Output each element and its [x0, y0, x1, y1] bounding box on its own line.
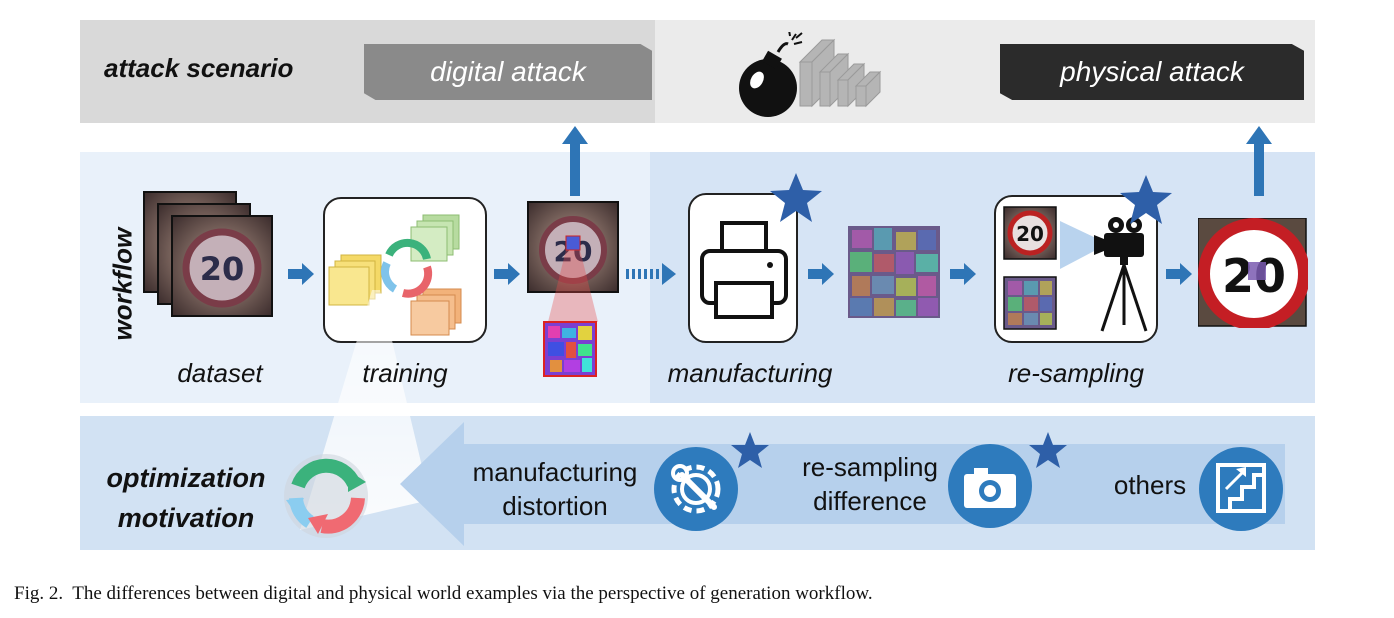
manufacturing-distortion-line2: distortion: [502, 491, 608, 521]
flow-arrow-4: [950, 263, 976, 285]
training-illustration: [328, 214, 462, 336]
printed-patch: [848, 226, 940, 318]
resampling-illustration: 20: [1003, 206, 1148, 332]
camera-view-cone: [1060, 221, 1098, 269]
resample-sign-text: 20: [1016, 222, 1044, 246]
camera-icon: [948, 444, 1032, 528]
dataset-image-stack: 20: [143, 191, 273, 317]
manufacturing-star-icon: [770, 173, 822, 222]
flow-arrow-3: [808, 263, 834, 285]
resampling-difference-line1: re-sampling: [802, 452, 938, 482]
digital-adversarial-example: 20: [527, 201, 619, 377]
resampling-star-icon: [1120, 175, 1172, 224]
tripod-icon: [1100, 264, 1148, 332]
motivation-item-others: others: [1113, 470, 1187, 500]
motivation-star-1-icon: [731, 432, 769, 468]
bomb-blocks-illustration: [739, 32, 882, 117]
stairs-icon: [1199, 447, 1283, 531]
flow-arrow-1: [288, 263, 314, 285]
manufacturing-distortion-line1: manufacturing: [472, 457, 638, 487]
orange-blocks-icon: [410, 288, 462, 336]
flow-arrow-dashed: [626, 263, 676, 285]
printer-icon: [700, 221, 788, 319]
dataset-label: dataset: [177, 358, 263, 388]
dataset-sign-text: 20: [200, 250, 245, 288]
patch-thumbnail: [543, 321, 597, 377]
flow-arrow-2: [494, 263, 520, 285]
motivation-heading: optimization motivation: [96, 458, 276, 538]
optimization-cycle-icon: [284, 454, 368, 538]
bomb-icon: [739, 32, 803, 117]
workflow-heading: workflow: [107, 227, 138, 341]
motivation-big-arrow: [400, 422, 1285, 546]
digital-output-arrow: [562, 126, 588, 196]
motivation-item-resampling: re-sampling difference: [790, 450, 950, 518]
resampling-label: re-sampling: [1008, 358, 1144, 388]
video-camera-icon: [1094, 217, 1144, 265]
motivation-item-manufacturing: manufacturing distortion: [460, 455, 650, 523]
figure-caption: Fig. 2. The differences between digital …: [14, 583, 873, 604]
resample-patch: [1003, 276, 1057, 330]
training-label: training: [362, 358, 448, 388]
yellow-blocks-icon: [328, 254, 382, 306]
gear-wrench-icon: [654, 447, 738, 531]
blocks-icon: [798, 38, 882, 108]
motivation-heading-line1: optimization: [106, 463, 266, 493]
digital-attack-tag: digital attack: [364, 44, 652, 100]
cycle-icon: [381, 238, 433, 298]
physical-output-arrow: [1246, 126, 1272, 196]
physical-attack-tag: physical attack: [1000, 44, 1304, 100]
resampling-difference-line2: difference: [813, 486, 927, 516]
motivation-star-2-icon: [1029, 432, 1067, 468]
attack-scenario-heading: attack scenario: [104, 53, 294, 83]
manufacturing-label: manufacturing: [667, 358, 833, 388]
green-blocks-icon: [410, 214, 460, 262]
physical-adversarial-example: 20: [1198, 218, 1308, 328]
motivation-heading-line2: motivation: [117, 503, 255, 533]
flow-arrow-5: [1166, 263, 1192, 285]
